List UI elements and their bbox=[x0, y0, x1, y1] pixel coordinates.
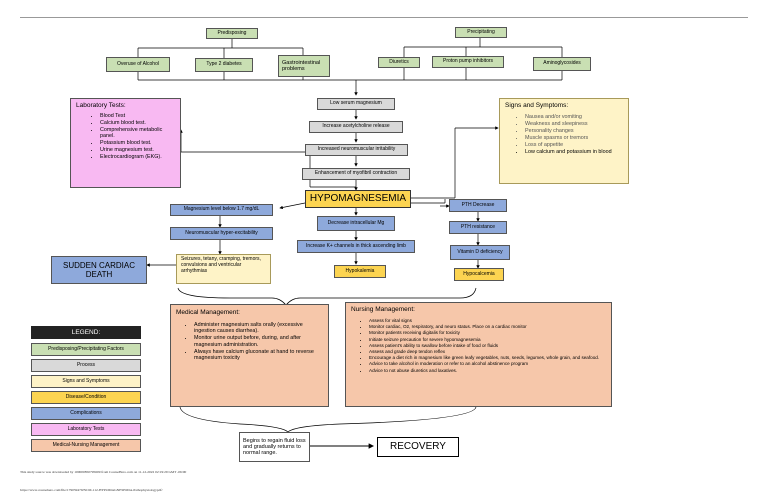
list-item: Electrocardiogram (EKG). bbox=[100, 154, 175, 160]
lab-tests-title: Laboratory Tests: bbox=[76, 102, 126, 109]
list-item: Advice to not abuse diuretics and laxati… bbox=[369, 368, 606, 374]
complication-decrease-mg: Decrease intracellular Mg bbox=[317, 216, 395, 231]
complication-pth-decrease: PTH Decrease bbox=[449, 199, 507, 212]
list-item: Calcium blood test. bbox=[100, 120, 175, 126]
signs-list: Nausea and/or vomiting Weakness and slee… bbox=[505, 114, 623, 155]
nursing-list: Assess for vital signs Monitor cardiac, … bbox=[351, 318, 606, 374]
list-item: Monitor patients receiving digitalis for… bbox=[369, 330, 606, 336]
list-item: Muscle spasms or tremors bbox=[525, 135, 623, 141]
recovery-note: Begins to regain fluid loss and graduall… bbox=[239, 432, 310, 462]
condition-hypokalemia: Hypokalemia bbox=[334, 265, 386, 278]
precipitating-header: Precipitating bbox=[455, 27, 507, 38]
process-myofibril: Enhancement of myofibril contraction bbox=[302, 168, 410, 180]
legend-item-disease: Disease/Condition bbox=[31, 391, 141, 404]
list-item: Advice to take alcohol in moderation or … bbox=[369, 361, 606, 367]
legend-title: LEGEND: bbox=[31, 326, 141, 339]
list-item: Nausea and/or vomiting bbox=[525, 114, 623, 120]
complication-mag-level: Magnesium level below 1.7 mg/dL bbox=[170, 204, 273, 216]
list-item: Monitor urine output before, during, and… bbox=[194, 335, 323, 348]
legend-item-management: Medical-Nursing Management bbox=[31, 439, 141, 452]
list-item: Assess and grade deep tendon reflex bbox=[369, 349, 606, 355]
complication-vit-d: Vitamin D deficiency bbox=[450, 245, 510, 260]
nursing-management-panel: Nursing Management: Assess for vital sig… bbox=[345, 302, 612, 407]
list-item: Monitor cardiac, O2, respiratory, and ne… bbox=[369, 324, 606, 330]
list-item: Assess patient's ability to swallow befo… bbox=[369, 343, 606, 349]
legend-item-complications: Complications bbox=[31, 407, 141, 420]
lab-tests-panel: Laboratory Tests: Blood Test Calcium blo… bbox=[70, 98, 181, 188]
legend: LEGEND: Predisposing/Precipitating Facto… bbox=[31, 326, 141, 452]
legend-item-process: Process bbox=[31, 359, 141, 372]
disease-hypomagnesemia: HYPOMAGNESEMIA bbox=[305, 190, 411, 208]
factor-ppi: Proton pump inhibitors bbox=[432, 56, 504, 68]
list-item: Comprehensive metabolic panel. bbox=[100, 127, 175, 140]
medical-title: Medical Management: bbox=[176, 309, 240, 316]
seizure-symptoms-box: Seizures, tetany, cramping, tremors, con… bbox=[176, 254, 271, 284]
signs-symptoms-panel: Signs and Symptoms: Nausea and/or vomiti… bbox=[499, 98, 629, 184]
list-item: Potassium blood test. bbox=[100, 140, 175, 146]
lab-tests-list: Blood Test Calcium blood test. Comprehen… bbox=[76, 113, 175, 161]
legend-item-symptoms: Signs and Symptoms bbox=[31, 375, 141, 388]
factor-alcohol: Overuse of Alcohol bbox=[106, 57, 170, 72]
footer-url: https://www.coursehero.com/file/17905947… bbox=[20, 488, 163, 492]
factor-aminoglycosides: Aminoglycosides bbox=[533, 57, 591, 71]
list-item: Loss of appetite bbox=[525, 142, 623, 148]
list-item: Administer magnesium salts orally (exces… bbox=[194, 322, 323, 335]
factor-diabetes: Type 2 diabetes bbox=[195, 58, 253, 72]
list-item: Weakness and sleepiness bbox=[525, 121, 623, 127]
predisposing-header: Predisposing bbox=[206, 28, 258, 39]
complication-pth-resistance: PTH resistance bbox=[449, 221, 507, 234]
legend-item-laboratory: Laboratory Tests bbox=[31, 423, 141, 436]
factor-gastrointestinal: Gastrointestinal problems bbox=[278, 55, 330, 77]
factor-diuretics: Diuretics bbox=[378, 57, 420, 68]
list-item: Blood Test bbox=[100, 113, 175, 119]
complication-sudden-death: SUDDEN CARDIAC DEATH bbox=[51, 256, 147, 284]
complication-hyper-excitability: Neuromuscular hyper-excitability bbox=[170, 227, 273, 240]
list-item: Assess for vital signs bbox=[369, 318, 606, 324]
complication-increase-k: Increase K+ channels in thick ascending … bbox=[297, 240, 415, 253]
list-item: Encourage a diet rich in magnesium like … bbox=[369, 355, 606, 361]
nursing-title: Nursing Management: bbox=[351, 306, 415, 313]
list-item: Personality changes bbox=[525, 128, 623, 134]
condition-hypocalcemia: Hypocalcemia bbox=[454, 268, 504, 281]
signs-title: Signs and Symptoms: bbox=[505, 102, 569, 109]
legend-item-predisposing: Predisposing/Precipitating Factors bbox=[31, 343, 141, 356]
process-irritability: Increased neuromuscular irritability bbox=[305, 144, 408, 156]
list-item: Always have calcium gluconate at hand to… bbox=[194, 349, 323, 362]
recovery-box: RECOVERY bbox=[377, 437, 459, 457]
process-acetylcholine: Increase acetylcholine release bbox=[309, 121, 403, 133]
medical-list: Administer magnesium salts orally (exces… bbox=[176, 322, 323, 362]
list-item: Initiate seizure precaution for severe h… bbox=[369, 337, 606, 343]
list-item: Urine magnesium test. bbox=[100, 147, 175, 153]
list-item: Low calcium and potassium in blood bbox=[525, 149, 623, 155]
process-low-serum-mg: Low serum magnesium bbox=[317, 98, 395, 110]
footer-download-note: This study source was downloaded by 1000… bbox=[20, 470, 187, 474]
medical-management-panel: Medical Management: Administer magnesium… bbox=[170, 304, 329, 407]
top-rule bbox=[20, 17, 748, 18]
